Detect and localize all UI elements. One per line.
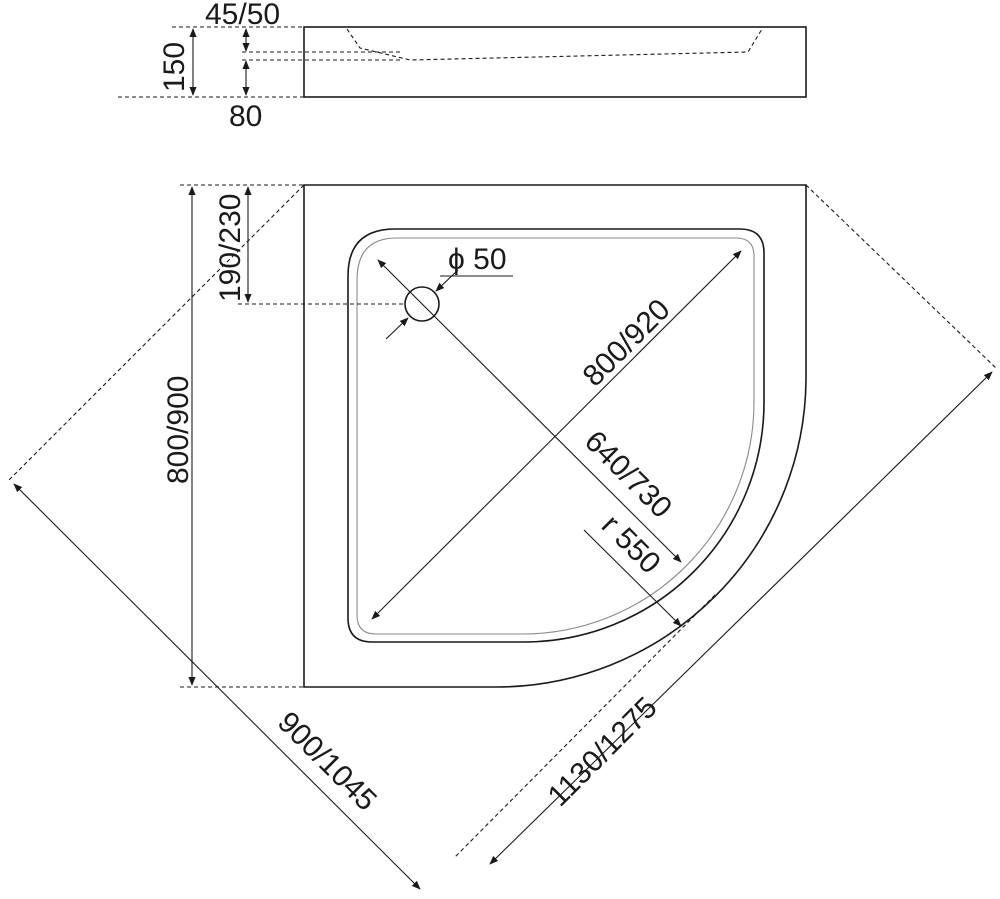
side-view: 45/50 150 80 [118,0,807,133]
width-dimension-line [13,483,421,890]
extension-diagonal-left [7,184,305,482]
side-label: 800/900 [162,376,195,484]
side-view-basin-profile [346,28,763,61]
depth-label: 45/50 [205,0,280,31]
side-view-outline [303,26,807,98]
base-label: 80 [229,100,262,133]
span-dimension-line [489,371,993,865]
width-label: 900/1045 [271,706,383,818]
top-view: ϕ 50 800/900 190/230 800/920 640/730 r 5… [7,184,997,890]
diagonal-inner-dimension-line [377,259,682,563]
extension-diagonal-right [805,184,997,369]
diagonal-outer-label: 800/920 [577,293,677,393]
drain-offset-label: 190/230 [214,194,247,302]
drain-arrow-bottom [385,317,409,340]
diagonal-outer-dimension-line [371,250,742,620]
height-label: 150 [158,42,191,92]
drain-label: ϕ 50 [448,243,507,276]
